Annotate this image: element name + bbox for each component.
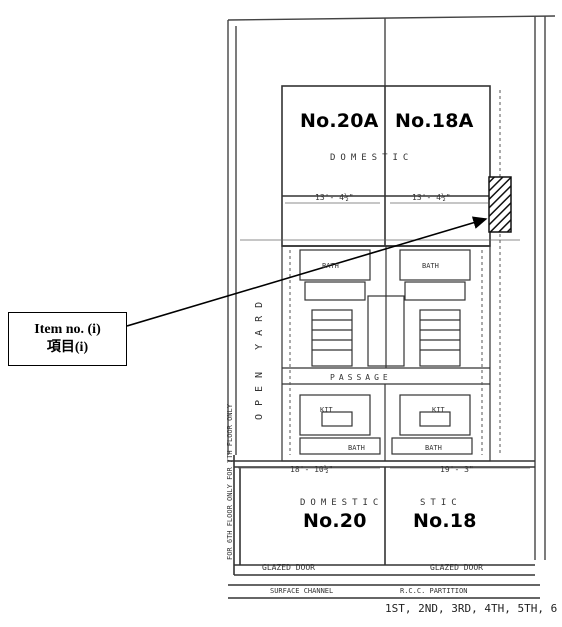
- side-note-label: FOR 6TH FLOOR ONLY FOR 7TH FLOOR ONLY: [226, 403, 234, 560]
- dim-bottom-right: 19'- 3": [440, 465, 474, 474]
- kit-right: KIT: [432, 406, 445, 414]
- passage-label: PASSAGE: [330, 373, 392, 382]
- plan-annotations: DOMESTIC 13'- 4½" 13'- 4½" BATH BATH PAS…: [226, 153, 483, 595]
- domestic-bottom-left: DOMESTIC: [300, 498, 383, 508]
- bath-top-left: BATH: [322, 262, 339, 270]
- dimension-lines: [238, 202, 530, 469]
- item-callout-box: Item no. (i) 項目(i): [8, 312, 127, 366]
- callout-arrow: [126, 216, 488, 327]
- callout-line-english: Item no. (i): [34, 322, 101, 337]
- unit-label-no20: No.20: [303, 510, 367, 532]
- dim-top-left: 13'- 4½": [315, 192, 354, 202]
- service-core: [281, 245, 491, 462]
- kit-left: KIT: [320, 406, 333, 414]
- surface-channel-label: SURFACE CHANNEL: [270, 587, 333, 595]
- callout-line-chinese: 項目(i): [46, 340, 89, 355]
- unit-label-no18: No.18: [413, 510, 477, 532]
- bath-bottom-right: BATH: [425, 444, 442, 452]
- unit-label-no18a: No.18A: [395, 110, 474, 132]
- open-yard-label: OPEN YARD: [254, 294, 265, 420]
- dim-bottom-left: 18'- 10½": [290, 464, 333, 474]
- site-boundary: [227, 15, 556, 560]
- glazed-door-right: GLAZED DOOR: [430, 563, 483, 572]
- floors-footer-label: 1ST, 2ND, 3RD, 4TH, 5TH, 6: [385, 602, 558, 615]
- bath-top-right: BATH: [422, 262, 439, 270]
- lower-block: [228, 455, 540, 599]
- dim-top-right: 13'- 4½": [412, 192, 451, 202]
- unit-label-no20a: No.20A: [300, 110, 379, 132]
- glazed-door-left: GLAZED DOOR: [262, 563, 315, 572]
- domestic-top-label: DOMESTIC: [330, 153, 413, 163]
- item-hatched-area: [488, 176, 512, 233]
- bath-bottom-left: BATH: [348, 444, 365, 452]
- rcc-partition-label: R.C.C. PARTITION: [400, 587, 467, 595]
- domestic-bottom-right: STIC: [420, 498, 462, 508]
- railings: [289, 90, 501, 455]
